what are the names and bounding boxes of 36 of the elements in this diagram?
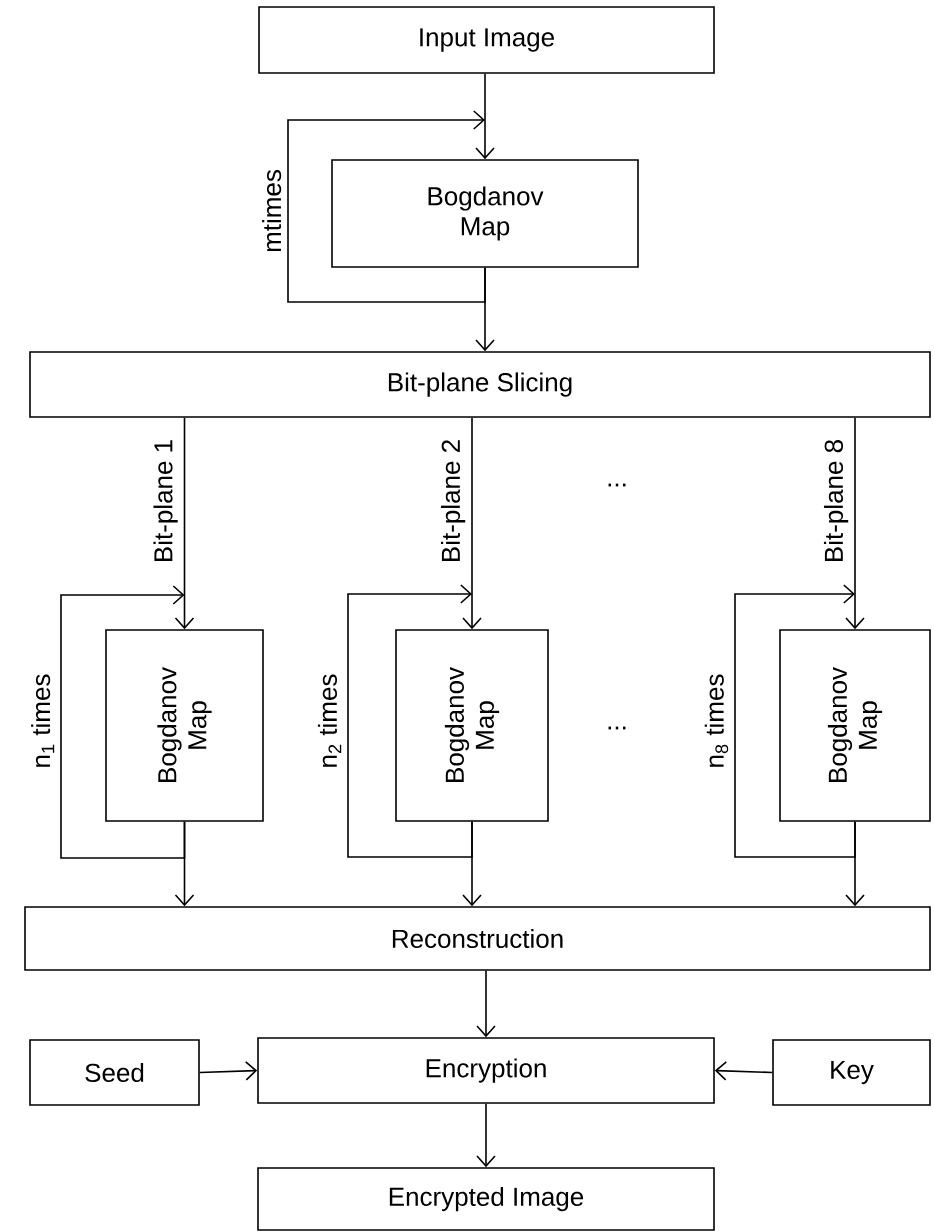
arrow — [174, 821, 195, 907]
arrow — [476, 970, 496, 1038]
arrow — [475, 267, 495, 352]
edge-label: n$_{1}$ times — [31, 674, 55, 767]
process-box: Reconstruction — [24, 906, 931, 971]
arrow — [476, 1103, 496, 1168]
arrow — [714, 1061, 773, 1081]
process-box: Seed — [29, 1039, 200, 1106]
process-box: Encryption — [257, 1037, 715, 1104]
loop-arrow — [347, 584, 473, 858]
process-box: Bit-plane Slicing — [29, 351, 931, 418]
edge-label: mtimes — [262, 170, 282, 252]
loop-arrow — [287, 110, 486, 303]
process-box: Input Image — [258, 6, 715, 74]
edge-label: Bit-plane 8 — [823, 440, 849, 562]
edge-label: n$_{2}$ times — [317, 674, 342, 767]
edge-label: Bit-plane 2 — [440, 440, 466, 562]
ellipsis: ... — [608, 726, 626, 730]
ellipsis: ... — [608, 483, 626, 487]
arrow — [462, 821, 482, 907]
process-box: Bogdanov Map — [331, 159, 639, 268]
arrow — [845, 417, 865, 630]
process-box: Encrypted Image — [257, 1167, 715, 1231]
arrow — [462, 417, 482, 630]
process-box: Key — [772, 1039, 931, 1106]
loop-arrow — [734, 584, 856, 858]
arrow — [475, 73, 495, 160]
process-box: Bogdanov Map — [105, 629, 264, 822]
arrow — [199, 1061, 258, 1081]
arrow — [845, 821, 865, 907]
loop-arrow — [60, 585, 186, 859]
process-box: Bogdanov Map — [395, 629, 549, 822]
edge-label: n$_{8}$ times — [704, 674, 729, 767]
process-box: Bogdanov Map — [779, 629, 931, 822]
arrow — [174, 417, 195, 630]
edge-label: Bit-plane 1 — [153, 440, 178, 562]
